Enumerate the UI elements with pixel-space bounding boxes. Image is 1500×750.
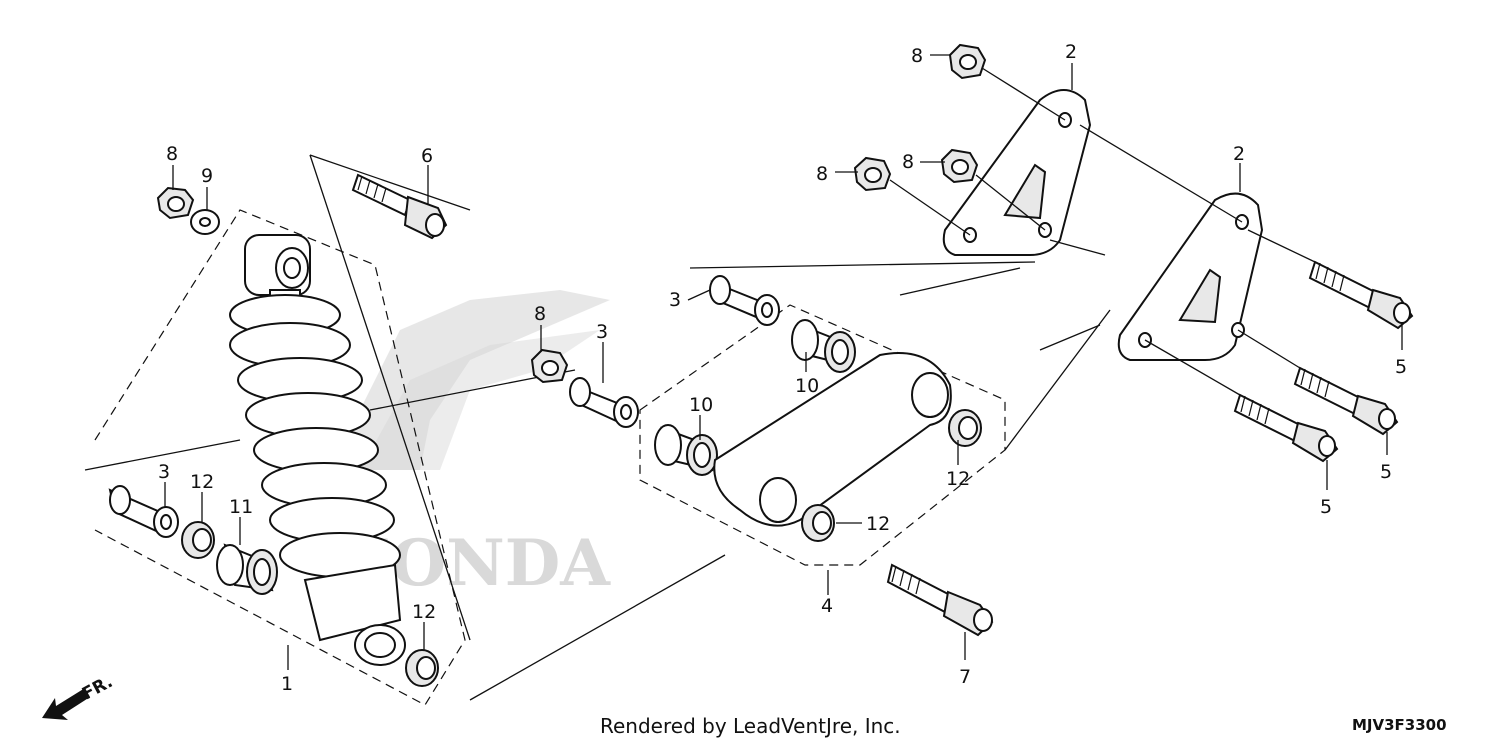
seal-lower-left xyxy=(181,521,215,559)
bolt-5-top xyxy=(1308,260,1414,330)
bearing-lower-left xyxy=(216,543,278,595)
callout-2-lower: 2 xyxy=(1233,143,1245,165)
seal-link-lower xyxy=(801,504,835,542)
footer-text: Rendered by LeadVentJre, Inc. xyxy=(600,714,901,738)
arrow-icon xyxy=(42,688,90,720)
front-direction-arrow: FR. xyxy=(42,672,116,720)
bracket-lower xyxy=(1117,192,1264,361)
leader-lines xyxy=(164,54,1403,670)
nut-upper-left xyxy=(156,186,195,220)
callout-3-middle: 3 xyxy=(596,321,608,343)
bolt-5-lower xyxy=(1233,393,1339,463)
callout-3-lower-left: 3 xyxy=(158,461,170,483)
collar-upper-middle xyxy=(709,275,780,326)
callout-8-top: 8 xyxy=(911,45,923,67)
seal-lower-right xyxy=(405,649,439,687)
callout-9: 9 xyxy=(201,165,213,187)
callout-6: 6 xyxy=(421,145,433,167)
callout-8-bracket-left: 8 xyxy=(816,163,828,185)
seal-link-right xyxy=(948,409,982,447)
callout-10-lower: 10 xyxy=(689,394,713,416)
callout-4: 4 xyxy=(821,595,833,617)
diagram-code: MJV3F3300 xyxy=(1352,716,1447,734)
link-arm xyxy=(713,352,952,527)
callout-10-upper: 10 xyxy=(795,375,819,397)
nut-bracket-mid xyxy=(940,148,979,184)
collar-middle xyxy=(569,377,639,428)
bearing-middle-lower xyxy=(654,424,718,476)
callouts: 8 9 6 1 3 12 11 12 8 3 3 10 10 12 12 4 7… xyxy=(158,41,1407,695)
callout-8-upper-left: 8 xyxy=(166,143,178,165)
bolt-lower xyxy=(886,563,994,637)
callout-1: 1 xyxy=(281,673,293,695)
bracket-upper xyxy=(942,89,1092,256)
nut-middle xyxy=(530,348,569,384)
callout-8-middle: 8 xyxy=(534,303,546,325)
bolt-upper xyxy=(351,173,448,240)
callout-5-lower: 5 xyxy=(1320,496,1332,518)
callout-12-link-right: 12 xyxy=(946,468,970,490)
nut-bracket-left xyxy=(853,156,892,192)
callout-3-upper: 3 xyxy=(669,289,681,311)
callout-12-lower-left: 12 xyxy=(190,471,214,493)
shock-enclosure xyxy=(94,209,466,706)
callout-12-link-lower: 12 xyxy=(866,513,890,535)
link-enclosure xyxy=(639,304,1006,566)
callout-11: 11 xyxy=(229,496,253,518)
nut-top xyxy=(948,43,987,80)
collar-lower-left xyxy=(108,485,179,538)
callout-5-top: 5 xyxy=(1395,356,1407,378)
washer-upper-left xyxy=(190,209,220,235)
callout-7: 7 xyxy=(959,666,971,688)
callout-5-middle: 5 xyxy=(1380,461,1392,483)
callout-8-bracket-mid: 8 xyxy=(902,151,914,173)
callout-2-upper: 2 xyxy=(1065,41,1077,63)
bolt-5-middle xyxy=(1293,366,1399,436)
callout-12-bottom: 12 xyxy=(412,601,436,623)
shock-absorber xyxy=(229,234,406,666)
bearing-middle-upper xyxy=(791,319,856,373)
